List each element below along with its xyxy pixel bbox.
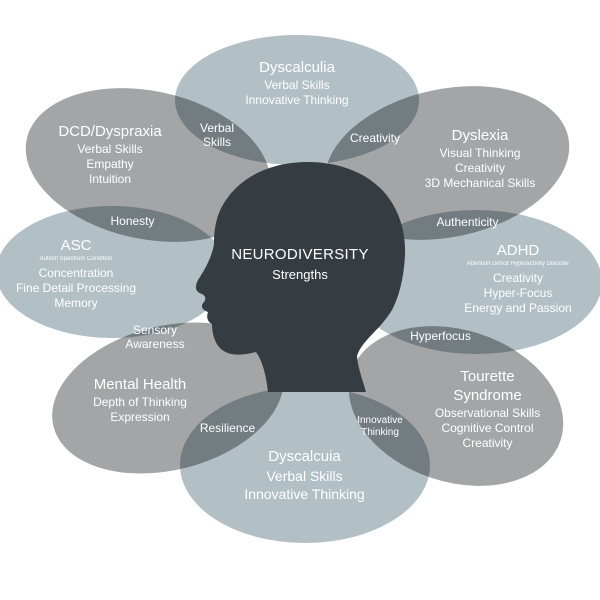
petal-upper-left-title: DCD/Dyspraxia: [58, 123, 162, 140]
petal-upper-left: [25, 88, 271, 242]
overlap-hyperfocus-text: Hyperfocus: [410, 329, 471, 343]
petal-top-item: Verbal Skills: [264, 78, 330, 92]
overlap-honesty-text: Honesty: [110, 214, 155, 228]
petal-left-item: Memory: [54, 295, 98, 310]
petal-right-title: ADHD: [496, 242, 540, 259]
overlap-innovative-thinking-line: Thinking: [361, 426, 399, 438]
center-subtitle: Strengths: [272, 267, 328, 282]
petal-upper-right-item: Visual Thinking: [439, 146, 521, 160]
petal-upper-right-label: Dyslexia Visual Thinking Creativity 3D M…: [410, 126, 550, 191]
head-silhouette: [195, 162, 406, 392]
petal-right: [350, 210, 600, 354]
petal-right-item: Hyper-Focus: [483, 285, 553, 300]
petal-lower-right-item: Creativity: [462, 435, 513, 450]
petal-lower-left-label: Mental Health Depth of Thinking Expressi…: [75, 375, 205, 425]
petal-bottom-item: Verbal Skills: [266, 467, 343, 484]
petal-right-item: Creativity: [492, 270, 543, 285]
overlap-resilience-text: Resilience: [199, 421, 256, 435]
petal-left-item: Concentration: [38, 265, 114, 280]
overlap-sensory-awareness: Sensory Awareness: [115, 323, 195, 352]
overlap-verbal-skills: Verbal Skills: [187, 121, 247, 150]
petal-upper-right-title: Dyslexia: [451, 127, 509, 144]
overlap-verbal-skills-line: Skills: [202, 135, 231, 150]
overlap-sensory-awareness-line: Sensory: [132, 323, 178, 337]
petal-top-item: Innovative Thinking: [245, 93, 349, 107]
petal-upper-left-item: Empathy: [86, 157, 134, 171]
petal-bottom-label: Dyscalcuia Verbal Skills Innovative Thin…: [222, 447, 387, 503]
petal-upper-left-item: Verbal Skills: [77, 142, 143, 156]
overlap-resilience: Resilience: [190, 421, 265, 435]
petal-upper-left-item: Intuition: [88, 172, 132, 186]
overlap-innovative-thinking: Innovative Thinking: [345, 415, 415, 438]
petal-left-label: ASC Autism Spectrum Condition Concentrat…: [6, 236, 146, 311]
petal-bottom: [180, 387, 430, 543]
petal-upper-right-item: 3D Mechanical Skills: [424, 176, 536, 190]
petal-upper-right-item: Creativity: [454, 161, 505, 175]
petal-left-title: ASC: [60, 237, 92, 254]
petal-top-label: Dyscalculia Verbal Skills Innovative Thi…: [216, 58, 378, 108]
overlap-hyperfocus: Hyperfocus: [398, 329, 483, 343]
petal-right-subtitle: Attention Deficit Hyperactivity Disorder: [466, 261, 570, 267]
petal-left-item: Fine Detail Processing: [15, 280, 137, 295]
petal-right-label: ADHD Attention Deficit Hyperactivity Dis…: [443, 241, 593, 316]
overlap-authenticity-text: Authenticity: [436, 215, 499, 229]
petal-top-title: Dyscalculia: [259, 59, 335, 76]
center-title: NEURODIVERSITY: [231, 246, 369, 263]
overlap-creativity: Creativity: [335, 131, 415, 145]
petal-lower-right-title: Tourette: [460, 368, 515, 385]
petal-lower-right-title: Syndrome: [453, 386, 522, 404]
petal-lower-left-item: Depth of Thinking: [93, 395, 187, 409]
overlap-verbal-skills-line: Verbal: [199, 121, 235, 135]
petal-bottom-title: Dyscalcuia: [268, 448, 341, 465]
petal-lower-left-title: Mental Health: [93, 376, 187, 393]
petal-lower-right-label: Tourette Syndrome Observational Skills C…: [420, 368, 555, 451]
petal-left: [0, 206, 228, 338]
petal-bottom-item: Innovative Thinking: [244, 485, 365, 502]
center-label: NEURODIVERSITY Strengths: [230, 245, 370, 285]
petal-left-subtitle: Autism Spectrum Condition: [39, 256, 113, 262]
petal-lower-right-item: Cognitive Control: [441, 420, 534, 435]
petal-right-item: Energy and Passion: [464, 300, 572, 315]
petal-lower-right-item: Observational Skills: [434, 405, 541, 420]
overlap-innovative-thinking-line: Innovative: [357, 415, 403, 426]
overlap-honesty: Honesty: [95, 214, 170, 228]
overlap-authenticity: Authenticity: [420, 215, 515, 229]
overlap-sensory-awareness-line: Awareness: [125, 337, 185, 352]
petal-upper-left-label: DCD/Dyspraxia Verbal Skills Empathy Intu…: [45, 122, 175, 187]
petal-lower-left-item: Expression: [110, 410, 170, 424]
overlap-creativity-text: Creativity: [349, 131, 400, 145]
